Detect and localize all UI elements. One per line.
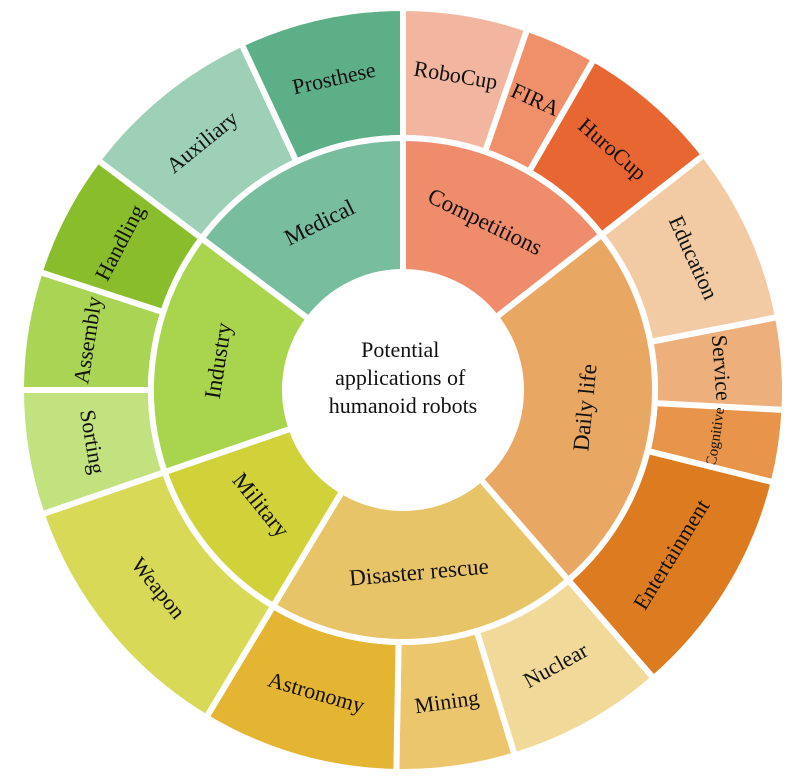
center-label-line-1: Potential <box>361 337 439 362</box>
center-label-line-3: humanoid robots <box>329 393 478 418</box>
rings: RoboCupFIRAHuroCupEducationServiceCognit… <box>17 4 788 775</box>
center-hole <box>283 270 523 510</box>
center-label-line-2: applications of <box>335 365 466 390</box>
label-service: Service <box>707 334 737 402</box>
center-label: Potential applications of humanoid robot… <box>329 337 478 418</box>
